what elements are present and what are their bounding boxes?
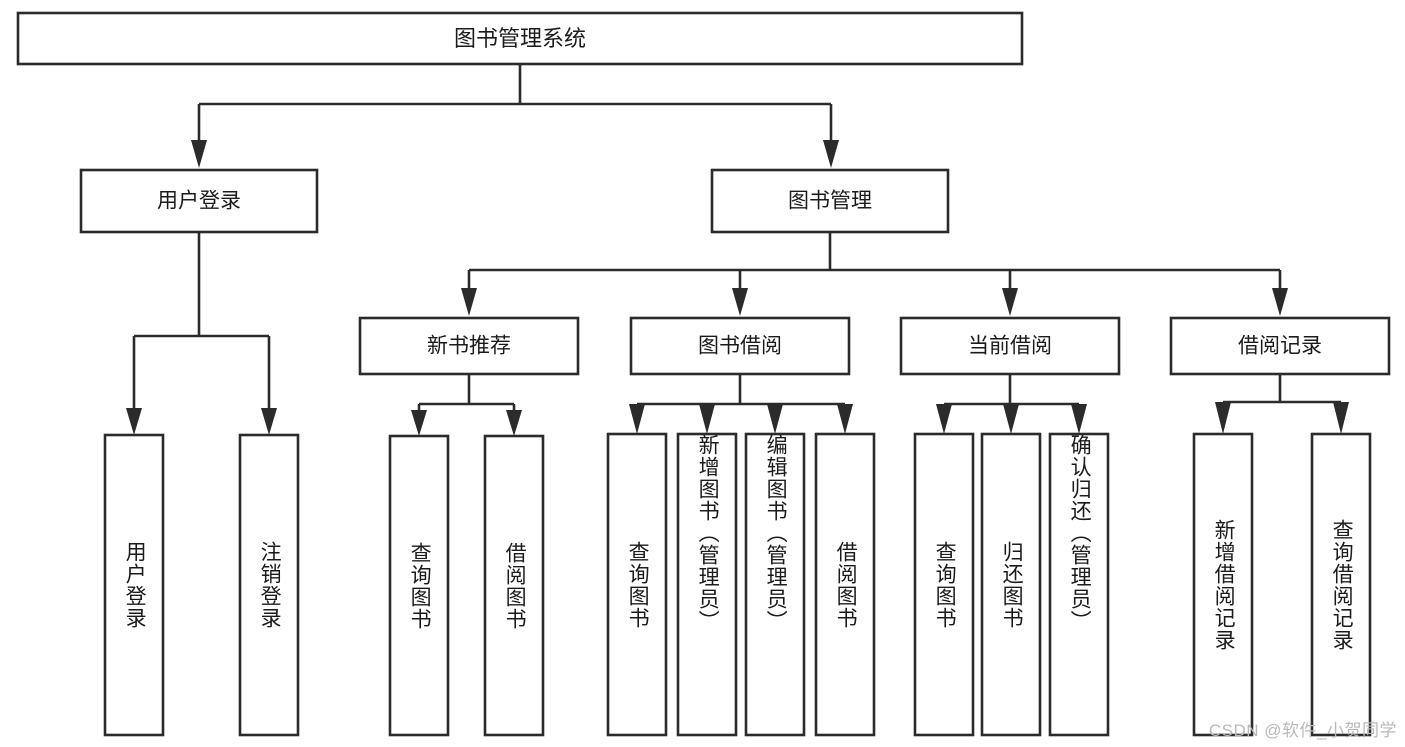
- node-current-borrow-box[interactable]: [899, 316, 1121, 376]
- connector-new-book-to-leaves: [411, 374, 522, 436]
- arrow-icon: [699, 404, 715, 434]
- node-current-borrow[interactable]: 当前借阅: [899, 316, 1121, 376]
- node-book-management[interactable]: 图书管理: [710, 168, 950, 234]
- leaf-box-query-book-2[interactable]: [606, 432, 668, 737]
- connector-borrow-record-to-leaves: [1215, 374, 1349, 434]
- arrow-icon: [823, 140, 839, 168]
- node-new-book-recommend-box[interactable]: [358, 316, 580, 376]
- node-book-management-label: 图书管理: [788, 190, 872, 213]
- node-user-login[interactable]: 用户登录: [79, 168, 319, 234]
- leaf-box-user-login[interactable]: [103, 433, 165, 737]
- arrow-icon: [837, 404, 853, 434]
- node-borrow-record-label: 借阅记录: [1238, 335, 1322, 358]
- node-borrow-record[interactable]: 借阅记录: [1169, 316, 1391, 376]
- node-root[interactable]: 图书管理系统: [16, 11, 1024, 66]
- arrow-icon: [461, 288, 477, 316]
- arrow-icon: [506, 410, 522, 436]
- arrow-icon: [767, 404, 783, 434]
- leaf-box-confirm-return[interactable]: [1048, 432, 1110, 737]
- leaf-box-query-record[interactable]: [1310, 432, 1372, 737]
- leaf-box-query-book-1[interactable]: [388, 434, 450, 737]
- leaf-boxes-current-borrow: [913, 432, 1110, 737]
- arrow-icon: [1215, 402, 1231, 434]
- connector-book-borrow-to-leaves: [629, 374, 853, 434]
- connector-book-mgmt-to-level3: [461, 232, 1288, 316]
- arrow-icon: [126, 408, 142, 435]
- node-root-box[interactable]: [16, 11, 1024, 66]
- arrow-icon: [261, 408, 277, 435]
- connector-user-login-to-leaves: [126, 232, 277, 435]
- leaf-box-edit-book[interactable]: [744, 432, 806, 737]
- leaf-box-borrow-book-2[interactable]: [814, 432, 876, 737]
- leaf-box-add-book[interactable]: [676, 432, 738, 737]
- node-user-login-box[interactable]: [79, 168, 319, 234]
- arrow-icon: [1272, 288, 1288, 316]
- leaf-box-borrow-book-1[interactable]: [483, 434, 545, 737]
- arrow-icon: [1071, 404, 1087, 434]
- leaf-box-logout[interactable]: [238, 433, 300, 737]
- connector-root-to-level2: [191, 64, 839, 168]
- arrow-icon: [411, 410, 427, 436]
- node-root-label: 图书管理系统: [454, 26, 586, 51]
- leaf-box-return-book[interactable]: [980, 432, 1042, 737]
- node-book-borrow-label: 图书借阅: [698, 335, 782, 358]
- arrow-icon: [1333, 402, 1349, 434]
- node-book-management-box[interactable]: [710, 168, 950, 234]
- node-book-borrow-box[interactable]: [629, 316, 851, 376]
- node-borrow-record-box[interactable]: [1169, 316, 1391, 376]
- leaf-boxes-new-book-recommend: [388, 434, 545, 737]
- leaf-boxes-borrow-record: [1192, 432, 1372, 737]
- node-new-book-recommend[interactable]: 新书推荐: [358, 316, 580, 376]
- arrow-icon: [936, 404, 952, 434]
- node-current-borrow-label: 当前借阅: [968, 335, 1052, 358]
- node-new-book-recommend-label: 新书推荐: [427, 335, 511, 358]
- watermark-text: CSDN @软件_小贺同学: [1208, 721, 1397, 740]
- leaf-boxes-user-login: [103, 433, 300, 737]
- arrow-icon: [1003, 404, 1019, 434]
- leaf-box-query-book-3[interactable]: [913, 432, 975, 737]
- connector-current-borrow-to-leaves: [936, 374, 1087, 434]
- node-book-borrow[interactable]: 图书借阅: [629, 316, 851, 376]
- leaf-box-add-record[interactable]: [1192, 432, 1254, 737]
- arrow-icon: [1002, 288, 1018, 316]
- arrow-icon: [629, 404, 645, 434]
- node-user-login-label: 用户登录: [157, 190, 241, 213]
- arrow-icon: [191, 140, 207, 168]
- leaf-boxes-book-borrow: [606, 432, 876, 737]
- arrow-icon: [732, 288, 748, 316]
